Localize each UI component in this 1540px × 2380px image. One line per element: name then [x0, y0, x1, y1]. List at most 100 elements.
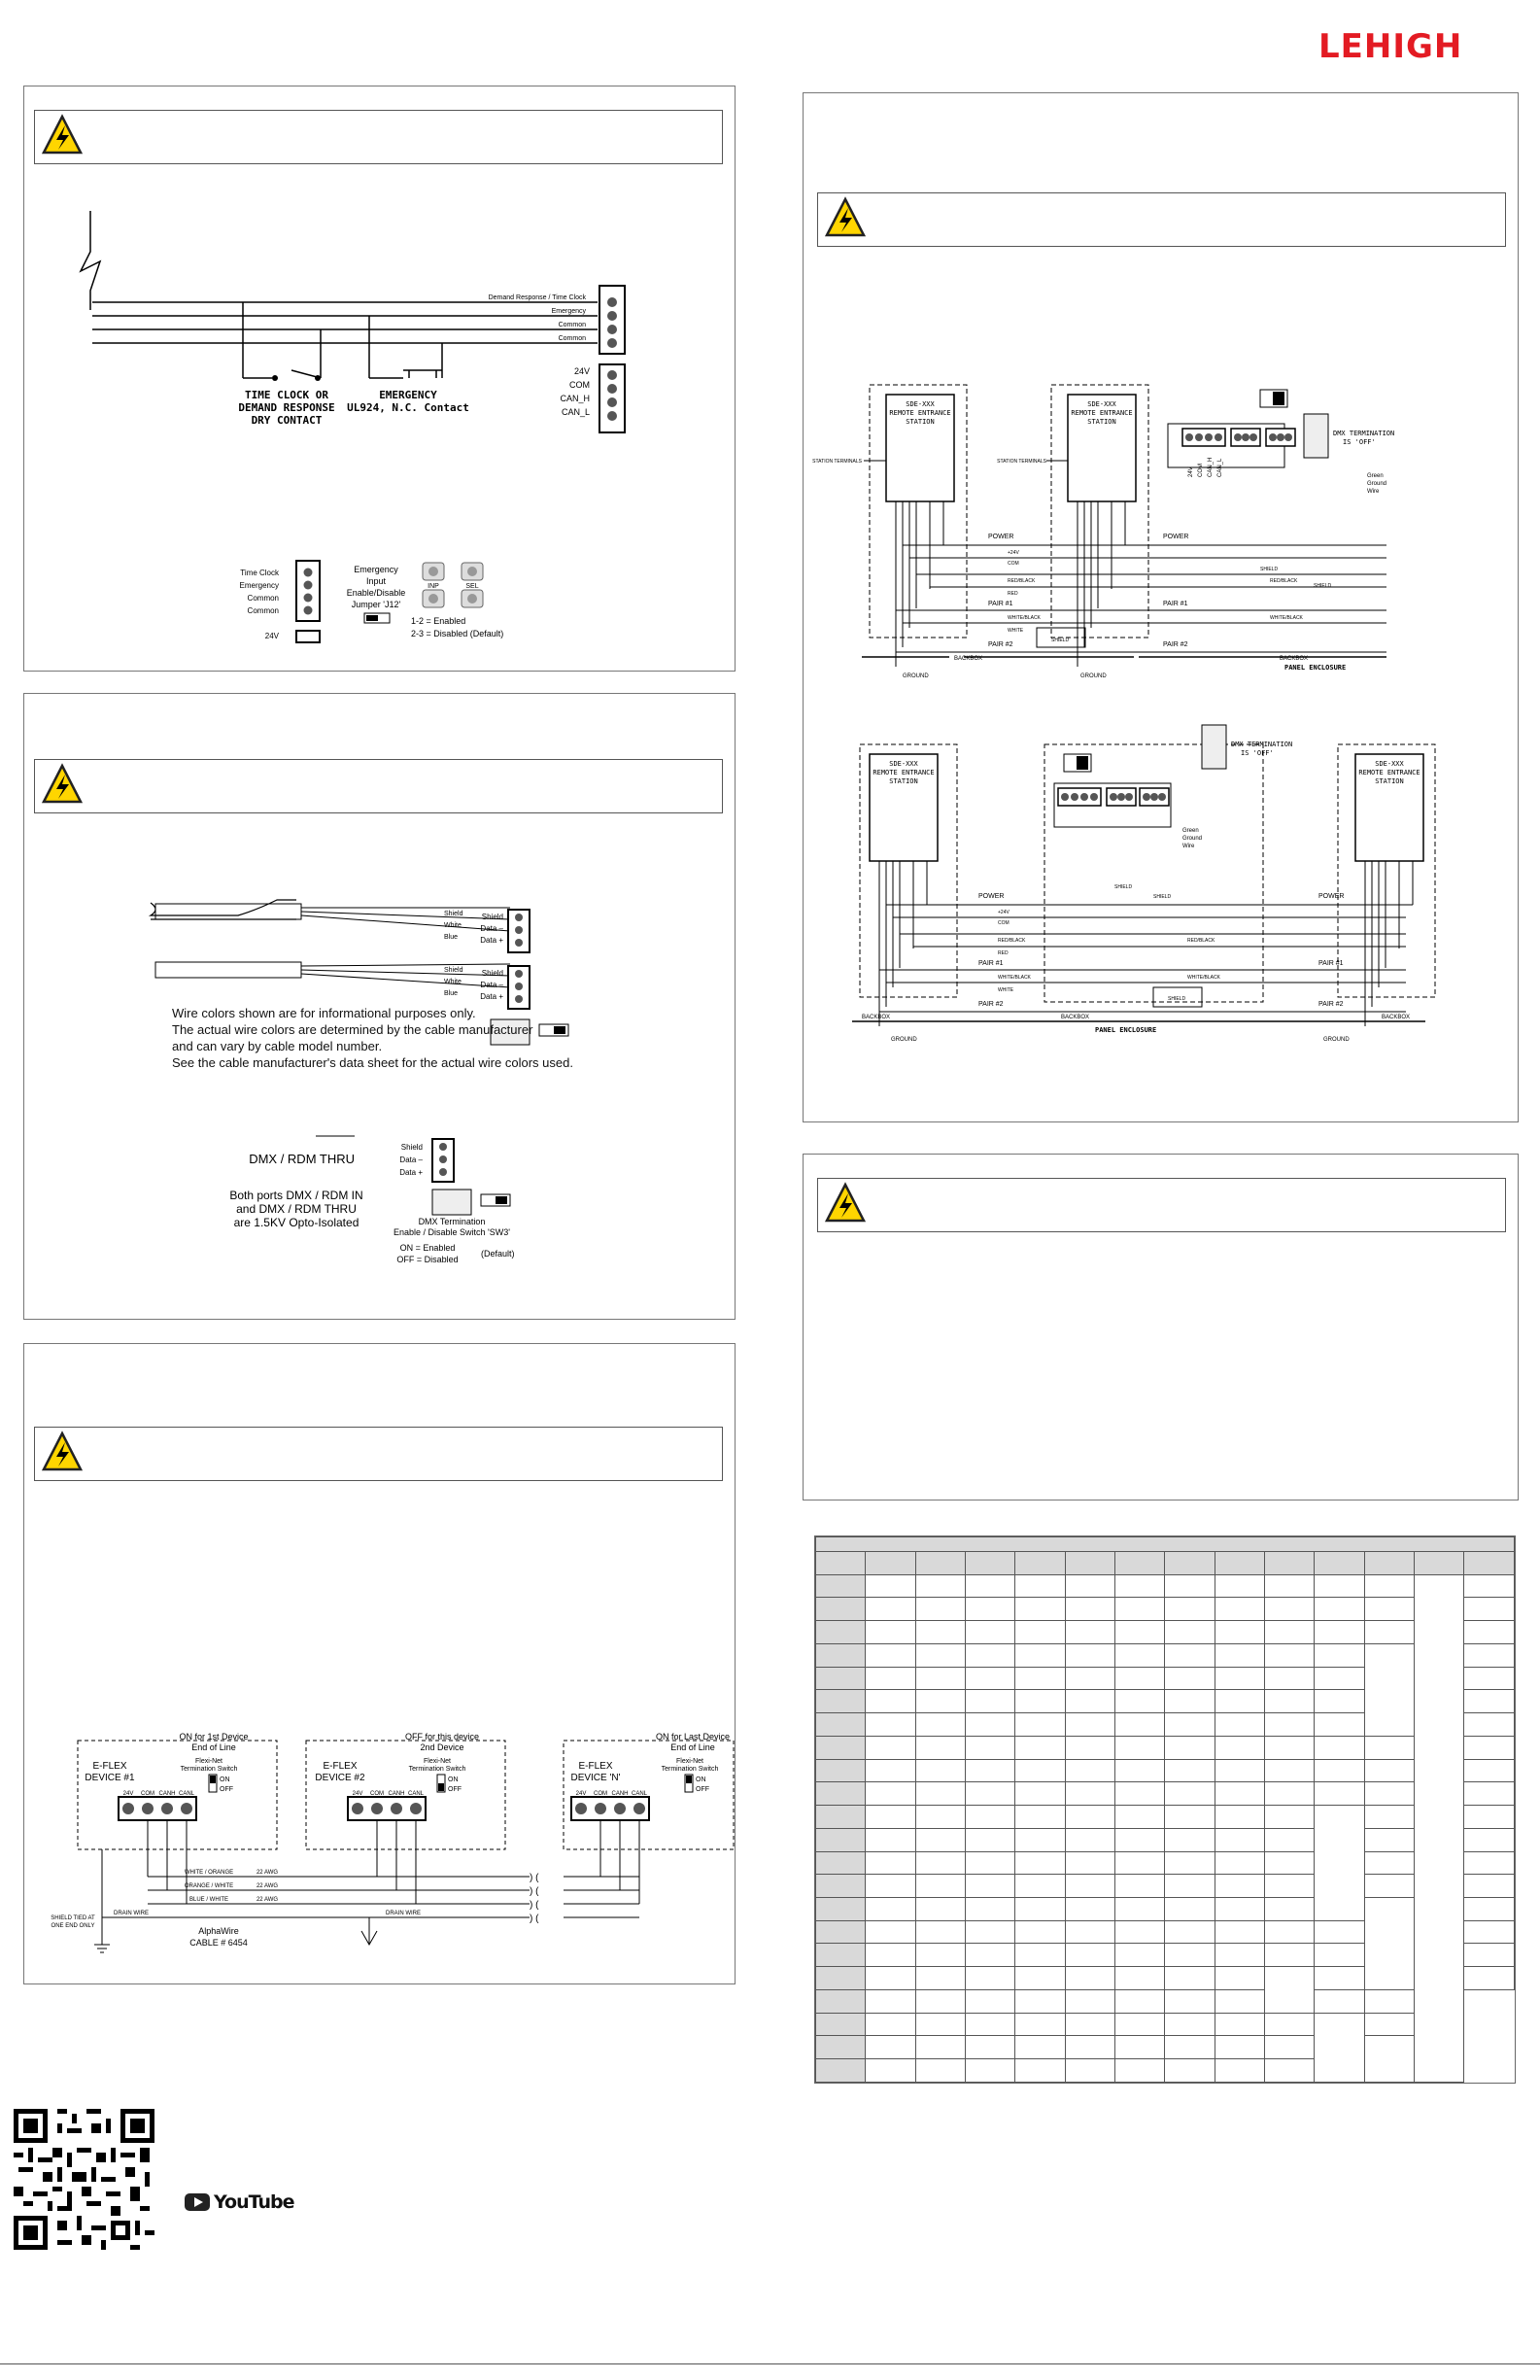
bus-break-2: ) ( — [530, 1886, 539, 1897]
high-voltage-warning-icon — [42, 1431, 83, 1471]
device1-sw-cap-1: Flexi-Net — [195, 1758, 222, 1765]
sig-power-3: POWER — [978, 893, 1004, 900]
warning-box — [34, 1427, 723, 1481]
device3-note-1: ON for Last Device — [656, 1732, 730, 1742]
youtube-link[interactable]: YouTube — [185, 2190, 294, 2214]
device1-name-1: E-FLEX — [92, 1761, 126, 1772]
sig-shield-2: SHIELD — [1260, 567, 1278, 572]
sig-backbox-3: BACKBOX — [862, 1015, 890, 1020]
table-row — [814, 1620, 1515, 1644]
table-row — [814, 1874, 1515, 1899]
power-label-com: COM — [569, 380, 590, 390]
flex-term-24v: 24V — [1188, 466, 1194, 477]
sig-redblack-4: RED/BLACK — [1187, 938, 1215, 944]
station-wiring-diagram: SDE-XXX REMOTE ENTRANCE STATION SDE-XXX … — [812, 384, 1436, 1043]
shield-note-2: ONE END ONLY — [51, 1923, 95, 1929]
sig-pair2-3: PAIR #2 — [978, 1001, 1004, 1008]
detail-label-emergency: Emergency — [240, 581, 279, 590]
device2-sw-on: ON — [448, 1776, 459, 1783]
wire-label-common2: Common — [559, 335, 587, 342]
device2-name-1: E-FLEX — [323, 1761, 357, 1772]
device2-sw-off: OFF — [448, 1786, 462, 1793]
sig-pair1-2: PAIR #1 — [1163, 601, 1188, 607]
contact1-line3: DRY CONTACT — [252, 414, 323, 427]
table-row — [814, 2035, 1515, 2083]
flexnet-diagram: E-FLEX DEVICE #1 ON for 1st Device End o… — [51, 1732, 735, 1953]
station4-title-1: SDE-XXX — [1375, 760, 1404, 768]
term-shield-1: Shield — [482, 913, 503, 921]
table-row — [814, 1781, 1515, 1807]
device3-sw-cap-1: Flexi-Net — [676, 1758, 703, 1765]
warning-box — [817, 192, 1506, 247]
dmx-wiring-diagram: Shield White Blue Shield White Blue Shie… — [148, 899, 569, 1264]
wire-label-demand: Demand Response / Time Clock — [489, 294, 587, 301]
bottom-divider — [0, 2363, 1540, 2364]
jumper-text-2: Input — [366, 576, 387, 586]
term-data-plus-2: Data + — [480, 992, 503, 1001]
station4-title-2: REMOTE ENTRANCE — [1358, 769, 1420, 776]
jumper-text-3: Enable/Disable — [347, 588, 406, 598]
qr-code[interactable] — [14, 2109, 154, 2250]
term-state-off: OFF = Disabled — [396, 1255, 458, 1264]
dmx-term-off-1: DMX TERMINATION — [1333, 430, 1394, 437]
dry-contact-panel: TIME CLOCK OR DEMAND RESPONSE DRY CONTAC… — [23, 86, 736, 672]
sig-backbox-4: BACKBOX — [1061, 1015, 1089, 1020]
station-terminals-2: STATION TERMINALS — [997, 459, 1047, 465]
term-state-default: (Default) — [481, 1249, 515, 1259]
drain-label-1: DRAIN WIRE — [114, 1911, 149, 1916]
flexnet-panel: E-FLEX DEVICE #1 ON for 1st Device End o… — [23, 1343, 736, 1984]
ground-wire-6: Wire — [1182, 844, 1195, 849]
table-row — [814, 1897, 1515, 1990]
ground-wire-3: Wire — [1367, 489, 1380, 495]
sig-ground-1: GROUND — [903, 673, 929, 679]
sig-com-1: COM — [1008, 561, 1019, 567]
high-voltage-warning-icon — [42, 114, 83, 155]
device1-t-com: COM — [141, 1791, 154, 1797]
station3-title-3: STATION — [889, 777, 918, 785]
note-line-2: The actual wire colors are determined by… — [172, 1022, 533, 1037]
lehigh-logo: LEHIGH — [1318, 27, 1463, 66]
wire-label-common1: Common — [559, 322, 587, 328]
sig-24v-3: +24V — [998, 910, 1010, 915]
contact2-line2: UL924, N.C. Contact — [347, 401, 469, 414]
pair1-gauge: 22 AWG — [257, 1870, 278, 1876]
sig-shield-5: SHIELD — [1114, 884, 1132, 890]
sig-backbox-5: BACKBOX — [1382, 1015, 1410, 1020]
table-row — [814, 1919, 1515, 1945]
sig-ground-3: GROUND — [891, 1037, 917, 1043]
sig-whiteblack-3: WHITE/BLACK — [998, 975, 1032, 981]
device3-t-canl: CANL — [632, 1791, 648, 1797]
power-label-canl: CAN_L — [562, 407, 590, 417]
device2-note-1: OFF for this device — [405, 1732, 479, 1742]
station1-title-1: SDE-XXX — [906, 400, 935, 408]
sig-pair1-3: PAIR #1 — [978, 960, 1004, 967]
device2-t-canh: CANH — [388, 1791, 404, 1797]
table-row — [814, 1573, 1515, 2084]
detail-label-timeclock: Time Clock — [240, 569, 280, 577]
table-row — [814, 2012, 1515, 2084]
warning-box — [34, 759, 723, 813]
station-wiring-panel: SDE-XXX REMOTE ENTRANCE STATION SDE-XXX … — [803, 92, 1519, 1122]
high-voltage-warning-icon — [825, 1182, 866, 1223]
sig-pair2-1: PAIR #2 — [988, 641, 1013, 648]
device3-t-com: COM — [594, 1791, 607, 1797]
term-data-minus-2: Data – — [480, 981, 503, 989]
table-row — [814, 1597, 1515, 1622]
button-label-inp: INP — [428, 583, 439, 590]
note-line-4: See the cable manufacturer's data sheet … — [172, 1055, 573, 1070]
dmx-panel: Shield White Blue Shield White Blue Shie… — [23, 693, 736, 1320]
sig-pair2-4: PAIR #2 — [1318, 1001, 1344, 1008]
sig-redblack-2: RED/BLACK — [1270, 578, 1298, 584]
sig-redblack-3: RED/BLACK — [998, 938, 1026, 944]
sig-pair1-1: PAIR #1 — [988, 601, 1013, 607]
table-row — [814, 1805, 1515, 1921]
table-row — [814, 1943, 1515, 1968]
sig-power-1: POWER — [988, 534, 1013, 540]
dmx-term-off-4: IS 'OFF' — [1241, 749, 1274, 757]
device3-sw-on: ON — [696, 1776, 706, 1783]
term-state-on: ON = Enabled — [400, 1243, 456, 1253]
ground-wire-1: Green — [1367, 473, 1384, 479]
ground-wire-2: Ground — [1367, 481, 1386, 487]
dmx-term-off-2: IS 'OFF' — [1343, 438, 1376, 446]
pair1-label: WHITE / ORANGE — [185, 1870, 233, 1876]
